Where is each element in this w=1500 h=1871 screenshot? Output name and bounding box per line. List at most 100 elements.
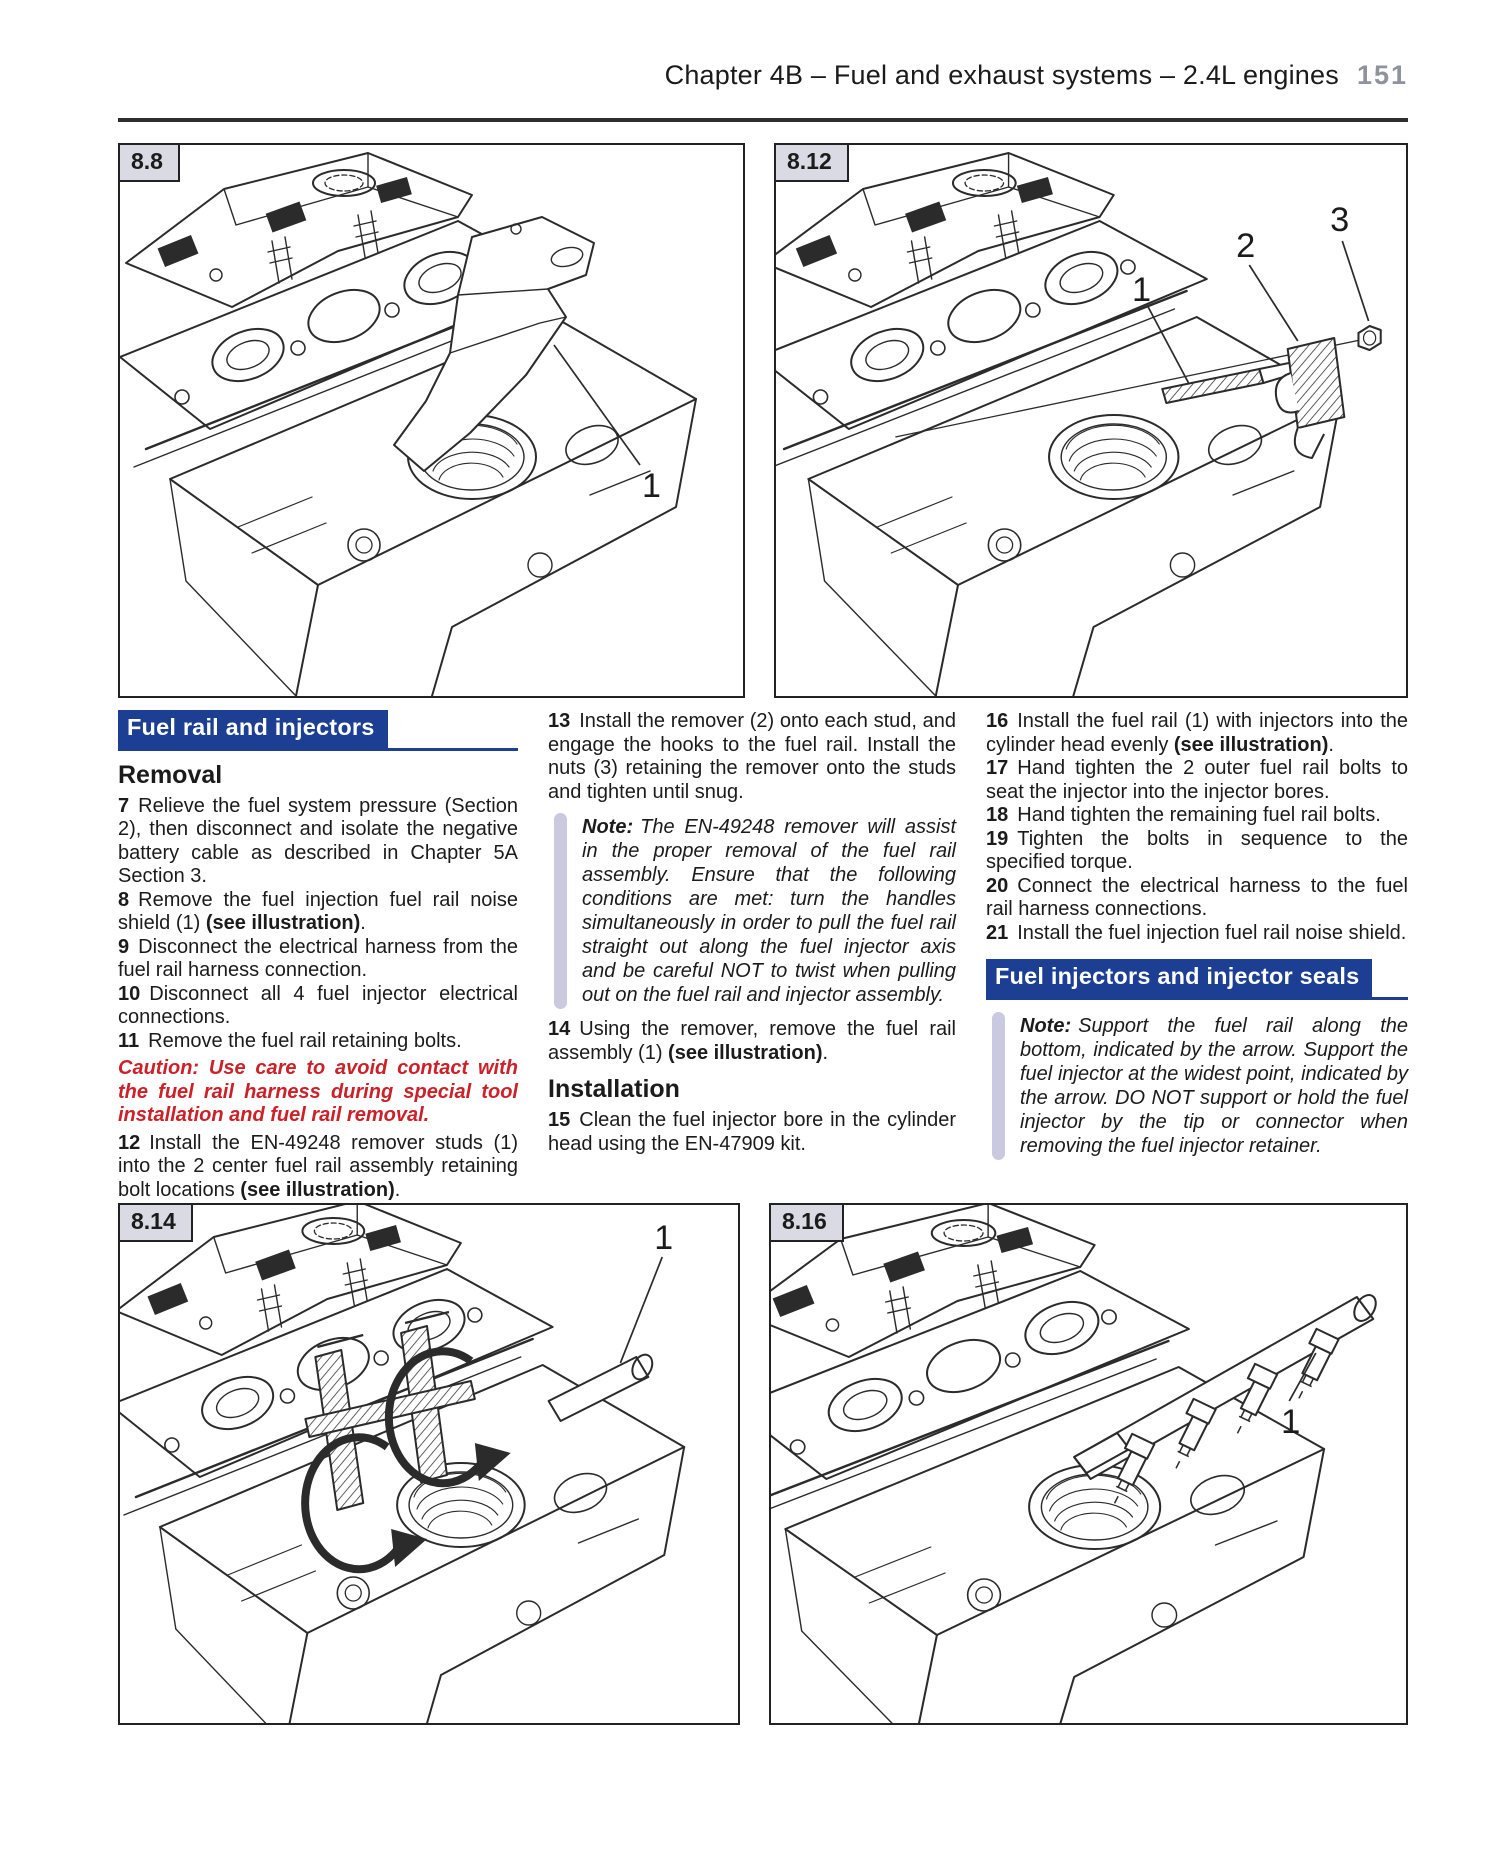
figure-label: 8.14 [118,1203,193,1242]
step-number: 19 [986,827,1009,850]
callout-leader [553,344,641,466]
remover-stud-parts [895,325,1382,459]
engine-illustration-remover-studs: 1 2 3 [776,151,1382,696]
engine-line-art [776,151,1342,696]
step-number: 9 [118,935,130,958]
callout-leader [1147,306,1190,384]
see-illustration-ref: (see illustration) [240,1178,395,1201]
see-illustration-ref: (see illustration) [1173,733,1329,756]
chapter-title: Chapter 4B – Fuel and exhaust systems – … [664,60,1339,90]
step-number: 17 [986,757,1009,779]
step-text: Install the EN-49248 remover studs (1) i… [118,1131,518,1201]
step-text: Install the fuel rail (1) with injectors… [986,710,1408,756]
see-illustration-ref: (see illustration) [205,912,361,934]
page-number: 151 [1356,60,1408,90]
rotation-arrows [301,1347,511,1574]
step-11: 11 Remove the fuel rail retaining bolts. [118,1030,518,1054]
top-figure-row: 1 8.8 1 2 [118,143,1408,698]
callout-number: 1 [654,1219,673,1257]
noise-shield-part [393,216,595,472]
note-accent-bar [992,1011,1005,1160]
step-number: 8 [118,888,130,911]
step-text-tail: . [394,1178,401,1201]
callout-number: 1 [642,467,661,505]
step-text-tail: . [822,1041,829,1064]
step-text: Clean the fuel injector bore in the cyli… [548,1109,956,1155]
callout-number: 3 [1330,201,1349,239]
callout-leader [619,1256,664,1364]
subhead-installation: Installation [548,1075,680,1103]
callout-number: 2 [1236,227,1255,265]
figure-label: 8.16 [769,1203,844,1242]
step-text: Disconnect all 4 fuel injector electrica… [118,982,518,1029]
callout-number: 1 [1132,271,1151,309]
step-number: 16 [986,710,1009,732]
step-text: Remove the fuel injection fuel rail nois… [118,888,518,935]
header-rule [118,118,1408,122]
note-block: Note:The EN-49248 remover will assist in… [554,813,956,1009]
see-illustration-ref: (see illustration) [668,1041,823,1064]
caution-text: Caution: Use care to avoid contact with … [118,1057,518,1126]
note-text: Note:Support the fuel rail along the bot… [1020,1014,1408,1158]
callout-number: 1 [1281,1403,1300,1441]
step-number: 15 [548,1109,571,1131]
note-accent-bar [554,813,567,1009]
section-heading-injector-seals: Fuel injectors and injector seals [986,959,1373,997]
step-text: Disconnect the electrical harness from t… [118,935,518,982]
step-number: 13 [548,710,571,732]
figure-8-14: 1 8.14 [118,1203,740,1725]
step-number: 20 [986,874,1009,897]
step-text: Relieve the fuel system pressure (Sectio… [118,794,518,888]
note-text: Note:The EN-49248 remover will assist in… [582,815,956,1007]
step-text: Tighten the bolts in sequence to the spe… [986,827,1408,874]
step-text: Remove the fuel rail retaining bolts. [148,1029,462,1052]
note-label: Note: [582,816,634,838]
step-number: 11 [118,1029,140,1052]
callout-leader [1248,264,1299,342]
callout-leader [1341,240,1370,322]
step-text: Connect the electrical harness to the fu… [986,874,1408,921]
engine-illustration-fuel-rail: 1 [771,1205,1377,1723]
step-number: 18 [986,804,1009,826]
engine-illustration-remover-turning: 1 [120,1205,686,1723]
step-text: Hand tighten the 2 outer fuel rail bolts… [986,757,1408,803]
figure-label: 8.12 [774,143,849,182]
fuel-rail-assembly [1073,1294,1377,1504]
step-text-tail: . [360,912,366,934]
step-number: 14 [548,1018,571,1040]
note-body: Support the fuel rail along the bottom, … [1020,1014,1408,1157]
step-18: 18 Hand tighten the remaining fuel rail b… [986,804,1408,828]
note-body: The EN-49248 remover will assist in the … [582,816,956,1006]
figure-8-16: 1 8.16 [769,1203,1408,1725]
note-label: Note: [1020,1014,1072,1037]
engine-line-art [771,1205,1326,1723]
step-text-tail: . [1328,733,1334,756]
step-number: 10 [118,982,141,1005]
step-text: Install the remover (2) onto each stud, … [548,710,956,803]
note-block: Note:Support the fuel rail along the bot… [992,1011,1408,1160]
callout-leader [1288,1352,1317,1402]
section-heading-rule: Fuel injectors and injector seals [986,959,1408,1000]
step-number: 7 [118,794,130,817]
page-header: Chapter 4B – Fuel and exhaust systems – … [118,60,1408,91]
figure-8-8: 1 8.8 [118,143,745,698]
section-heading-fuel-rail: Fuel rail and injectors [118,710,388,748]
step-text: Hand tighten the remaining fuel rail bol… [1017,804,1381,826]
step-text: Using the remover, remove the fuel rail … [548,1018,956,1064]
